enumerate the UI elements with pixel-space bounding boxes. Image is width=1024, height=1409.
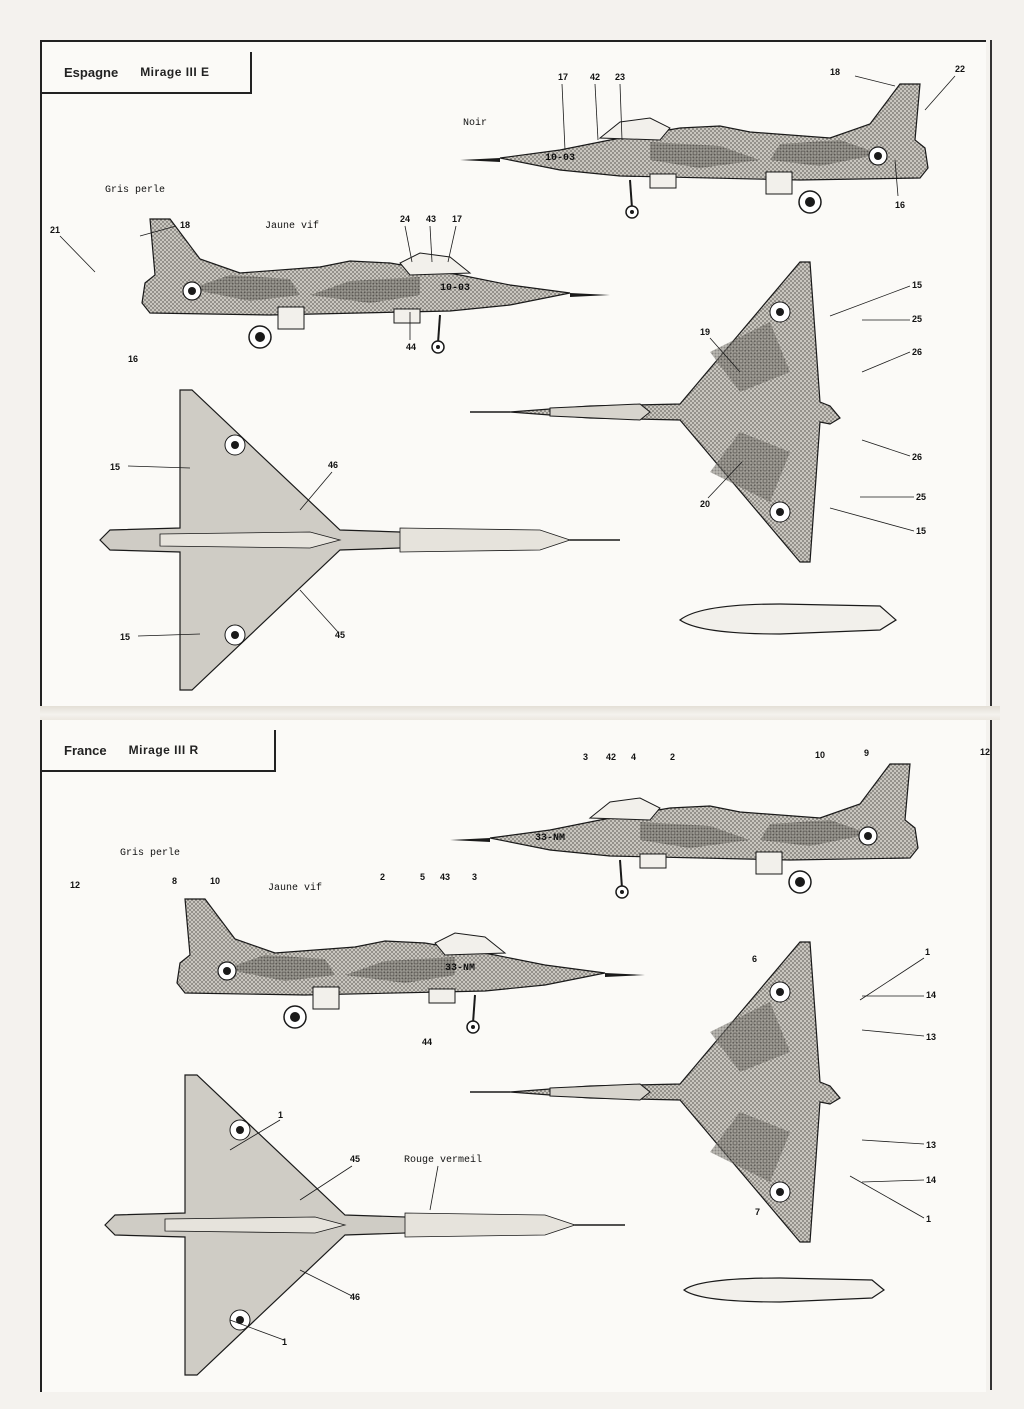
espagne-plan-bottom — [99, 389, 621, 691]
espagne-side-left — [141, 218, 611, 354]
callout: 45 — [350, 1154, 360, 1164]
side-code: 33-NM — [535, 833, 565, 844]
callout: 1 — [925, 947, 930, 957]
callout: 10 — [815, 750, 825, 760]
callout: 44 — [406, 342, 416, 352]
callout: 13 — [926, 1032, 936, 1042]
callout: 2 — [670, 752, 675, 762]
callout: 3 — [472, 872, 477, 882]
callout: 16 — [128, 354, 138, 364]
callout: 18 — [180, 220, 190, 230]
callout: 10 — [210, 876, 220, 886]
panel-country: Espagne — [64, 64, 119, 80]
color-note: Gris perle — [105, 184, 165, 196]
callouts-espagne: 17 42 23 18 22 16 21 18 24 43 17 44 16 1… — [50, 64, 965, 642]
callout: 45 — [335, 630, 345, 640]
callout: 4 — [631, 752, 636, 762]
color-note: Gris perle — [120, 847, 180, 859]
panel-model: Mirage III R — [128, 743, 199, 757]
france-side-left — [176, 898, 646, 1034]
callout: 43 — [440, 872, 450, 882]
callout: 15 — [110, 462, 120, 472]
france-drop-tank — [682, 1277, 886, 1303]
france-side-right — [449, 763, 919, 899]
espagne-plan-top — [469, 261, 841, 563]
leader-lines — [59, 75, 956, 1341]
color-note: Jaune vif — [265, 220, 319, 232]
callout: 18 — [830, 67, 840, 77]
callout: 22 — [955, 64, 965, 74]
callout: 1 — [278, 1110, 283, 1120]
side-code: 33-NM — [445, 963, 475, 974]
callout: 14 — [926, 990, 936, 1000]
callout: 3 — [583, 752, 588, 762]
callout: 20 — [700, 499, 710, 509]
color-note: Noir — [463, 117, 487, 129]
callout: 42 — [590, 72, 600, 82]
panel-title-espagne: Espagne Mirage III E — [42, 52, 252, 94]
sheet-fold — [40, 706, 1000, 720]
callout: 25 — [912, 314, 922, 324]
side-code: 10-03 — [440, 283, 470, 294]
color-note: Jaune vif — [268, 882, 322, 894]
callout: 26 — [912, 347, 922, 357]
callout: 43 — [426, 214, 436, 224]
callout: 24 — [400, 214, 410, 224]
callout: 42 — [606, 752, 616, 762]
callout: 2 — [380, 872, 385, 882]
callout: 14 — [926, 1175, 936, 1185]
france-plan-bottom — [104, 1074, 626, 1376]
callout: 17 — [452, 214, 462, 224]
callout: 12 — [70, 880, 80, 890]
callout: 17 — [558, 72, 568, 82]
callout: 25 — [916, 492, 926, 502]
callout: 21 — [50, 225, 60, 235]
callout: 46 — [350, 1292, 360, 1302]
callout: 19 — [700, 327, 710, 337]
espagne-side-right — [459, 83, 929, 219]
callout: 15 — [120, 632, 130, 642]
panel-country: France — [64, 742, 107, 758]
callout: 16 — [895, 200, 905, 210]
callout: 12 — [980, 747, 990, 757]
callout: 9 — [864, 748, 869, 758]
callouts-france: 3 42 4 2 10 9 12 12 8 10 2 5 43 3 44 6 1… — [70, 747, 990, 1347]
callout: 1 — [926, 1214, 931, 1224]
callout: 23 — [615, 72, 625, 82]
callout: 46 — [328, 460, 338, 470]
callout: 44 — [422, 1037, 432, 1047]
callout: 7 — [755, 1207, 760, 1217]
callout: 13 — [926, 1140, 936, 1150]
callout: 1 — [282, 1337, 287, 1347]
color-note: Rouge vermeil — [404, 1154, 482, 1166]
callout: 6 — [752, 954, 757, 964]
callout: 26 — [912, 452, 922, 462]
callout: 15 — [912, 280, 922, 290]
side-code: 10-03 — [545, 153, 575, 164]
panel-model: Mirage III E — [140, 65, 210, 79]
callout: 5 — [420, 872, 425, 882]
espagne-drop-tank — [678, 603, 898, 635]
panel-title-france: France Mirage III R — [42, 730, 276, 772]
callout: 15 — [916, 526, 926, 536]
callout: 8 — [172, 876, 177, 886]
